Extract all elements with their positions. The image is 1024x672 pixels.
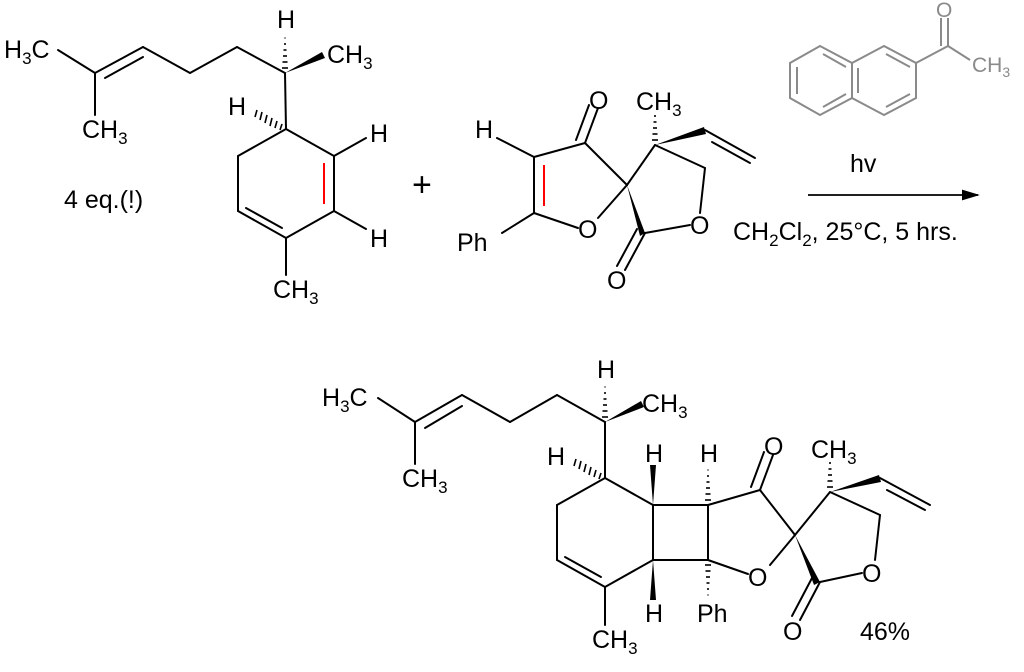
equivalents-note: 4 eq.(!) (64, 186, 143, 214)
yield-label: 46% (860, 618, 910, 646)
hashed-bond (705, 469, 711, 501)
label-ch3: CH3 (327, 41, 373, 73)
wedge-bond (650, 465, 656, 505)
label-h: H (370, 120, 388, 148)
reactant-1-diene: H3C CH3 H CH3 H H H CH3 4 eq.(!) (4, 6, 388, 308)
label-o: O (578, 216, 597, 244)
reactant-2-spiro-furanone: H O CH3 Ph O O O (457, 87, 756, 295)
label-ch3: CH3 (273, 276, 319, 308)
label-ch3: CH3 (402, 465, 448, 497)
wedge-bond (627, 185, 645, 236)
label-ch3: CH3 (82, 116, 128, 148)
label-h: H (700, 440, 718, 468)
wedge-bond (655, 127, 706, 145)
product-cyclobutane-adduct: H3C CH3 H CH3 H H H H Ph CH3 O CH3 O O O… (322, 356, 931, 658)
plus-sign: + (412, 166, 432, 204)
reaction-conditions: hv CH2Cl2, 25°C, 5 hrs. (733, 150, 980, 250)
label-o: O (764, 433, 783, 461)
label-o: O (748, 564, 767, 592)
hashed-bond (602, 386, 608, 418)
label-ch3: CH3 (972, 54, 1010, 80)
label-ch3: CH3 (642, 390, 688, 422)
hashed-bond (573, 458, 602, 480)
hv-label: hv (850, 150, 877, 178)
label-o: O (862, 560, 881, 588)
label-o: O (607, 267, 626, 295)
hashed-bond (282, 37, 288, 69)
label-o: O (936, 0, 952, 22)
label-h3c: H3C (4, 36, 50, 68)
label-h: H (277, 6, 295, 34)
wedge-bond (605, 401, 644, 422)
label-ph: Ph (697, 600, 728, 628)
label-h: H (370, 225, 388, 253)
hashed-bond (652, 115, 658, 141)
label-o: O (690, 212, 709, 240)
wedge-bond (285, 52, 325, 73)
label-h: H (228, 93, 246, 121)
label-ch3: CH3 (592, 626, 638, 658)
sensitizer-acetonaphthone: O CH3 (789, 0, 1010, 117)
label-h: H (645, 600, 663, 628)
hashed-bond (827, 462, 833, 488)
label-h: H (645, 440, 663, 468)
wedge-bond (795, 535, 820, 585)
hashed-bond (254, 109, 283, 131)
wedge-bond (650, 560, 656, 600)
label-ch3: CH3 (636, 88, 682, 120)
label-h3c: H3C (322, 384, 368, 416)
label-ph: Ph (457, 229, 488, 257)
label-o: O (783, 618, 802, 646)
label-h: H (597, 356, 615, 384)
hashed-bond (705, 564, 711, 596)
label-ch3: CH3 (811, 436, 857, 468)
wedge-bond (830, 475, 881, 492)
label-h: H (547, 443, 565, 471)
solvent-temp-time: CH2Cl2, 25°C, 5 hrs. (733, 218, 958, 250)
label-h: H (475, 116, 493, 144)
label-o: O (589, 87, 608, 115)
